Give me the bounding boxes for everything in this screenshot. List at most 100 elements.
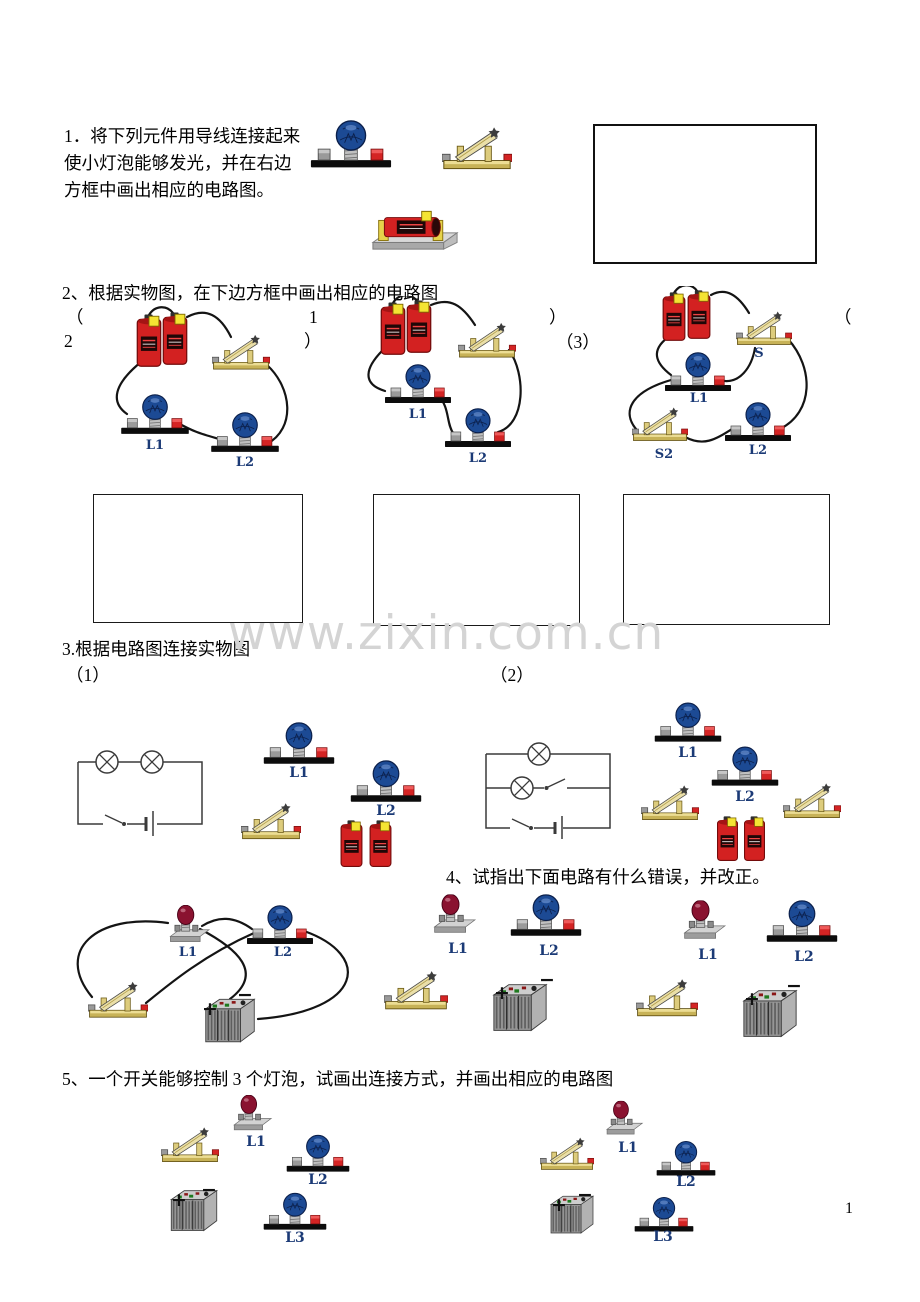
bulb-label: L1 [448,941,468,957]
bulb-label: L1 [698,947,718,963]
bulb-icon [444,408,512,448]
plus-sign: + [551,1194,567,1216]
battery-cell-icon [136,314,162,367]
q3p1-bulb-l2 [350,760,422,805]
bulb-icon [685,900,725,938]
q1-answer-box [593,124,817,264]
q1-battery-photo [370,208,460,252]
bulb-label: L1 [690,391,708,406]
q2-mark-close1: ） [549,307,567,327]
plus-sign: + [744,988,760,1010]
q5s1-bulb-l3 [263,1192,327,1233]
bulb-label: L2 [236,455,254,470]
q4s3-bulb-l1 [680,900,728,941]
bulb-icon [664,352,732,392]
battery-cell-icon [745,816,765,860]
q2-mark-open-left: （ [66,307,84,327]
bulb-icon [511,895,581,936]
bulb-label: L3 [285,1230,305,1246]
switch-icon [161,1127,219,1161]
q5s2-switch [540,1136,594,1171]
q5s1-bulb-l1 [230,1094,274,1133]
battery-cell-icon [718,816,738,860]
q4s2-bulb-l2 [510,894,582,939]
switch-icon [88,981,148,1018]
bulb-label: L2 [749,443,767,458]
q5s2-bulb-l1 [603,1100,645,1137]
q3-circuit-diagram-2 [485,742,611,839]
bulb-icon [724,402,792,442]
battery-icon [373,211,457,249]
bulb-label: L2 [735,789,755,805]
q2-mark-3: （3） [556,332,600,352]
switch-icon [442,127,512,168]
q3p2-bulb-l1 [654,702,722,745]
q3p1-battery-2 [366,820,395,868]
q2-mark-num2: 2 [64,331,73,351]
bulb-icon [264,1193,327,1229]
q1-bulb-photo [310,120,392,171]
bulb-icon [435,894,475,932]
bulb-icon [351,761,421,802]
q3-title: 3.根据电路图连接实物图 [62,639,251,659]
q2-mark-close2: ） [304,331,322,351]
switch-icon [384,971,448,1009]
q4-title: 4、试指出下面电路有什么错误，并改正。 [446,867,770,887]
q4s2-switch [384,970,448,1010]
bulb-label: L1 [409,407,427,422]
q1-text-line2: 使小灯泡能够发光，并在右边 [64,153,292,173]
q3p2-bulb-l2 [711,746,779,789]
bulb-label: L2 [308,1172,328,1188]
bulb-icon [234,1095,271,1130]
q3-part1-label: （1） [66,665,110,685]
battery-cell-icon [162,312,188,365]
minus-sign: − [539,969,555,991]
switch-icon [736,311,792,345]
minus-sign: − [201,1179,217,1201]
q5-title: 5、一个开关能够控制 3 个灯泡，试画出连接方式，并画出相应的电路图 [62,1069,614,1089]
q3p2-battery-1 [714,816,741,862]
bulb-icon [170,905,210,943]
q3-circuit-diagram-1 [77,750,203,836]
bulb-label: L2 [376,803,396,819]
battery-cell-icon [406,300,432,353]
bulb-label: L2 [539,943,559,959]
q4s2-bulb-l1 [430,894,478,935]
q3-part2-label: （2） [490,665,534,685]
switch-label: S [754,346,763,361]
battery-cell-icon [662,292,686,342]
minus-sign: − [786,975,802,997]
q3p1-bulb-l1 [263,722,335,767]
switch-icon [636,979,698,1016]
bulb-icon [767,901,837,942]
bulb-label: L2 [794,949,814,965]
plus-sign: + [494,982,510,1004]
battery-cell-icon [341,820,362,866]
switch-icon [458,322,516,358]
minus-sign: − [577,1184,593,1206]
bulb-icon [635,1198,694,1232]
bulb-icon [655,703,721,742]
q5s1-bulb-l2 [286,1134,350,1175]
switch-icon [212,334,270,370]
bulb-icon [384,364,452,404]
switch-icon [641,785,699,819]
q1-text-line1: 1．将下列元件用导线连接起来 [64,126,301,146]
q1-text-line3: 方框中画出相应的电路图。 [64,180,274,200]
plus-sign: + [202,998,218,1020]
bulb-label: L1 [246,1134,266,1150]
plus-sign: + [171,1189,187,1211]
q1-switch-photo [442,124,512,172]
q2-circuit2-figure: L1 L2 [367,296,522,466]
bulb-label: L2 [469,451,487,466]
bulb-label: L1 [146,438,164,453]
q2-circuit3-figure: S L1 L2 S2 [628,286,808,462]
bulb-icon [120,394,190,435]
bulb-icon [657,1142,716,1176]
q2-answer-box-3 [623,494,830,625]
bulb-icon [712,747,778,786]
switch-icon [241,803,301,838]
bulb-label: L2 [274,945,292,960]
q4s3-switch [636,978,698,1017]
q4s3-bulb-l2 [766,900,838,945]
